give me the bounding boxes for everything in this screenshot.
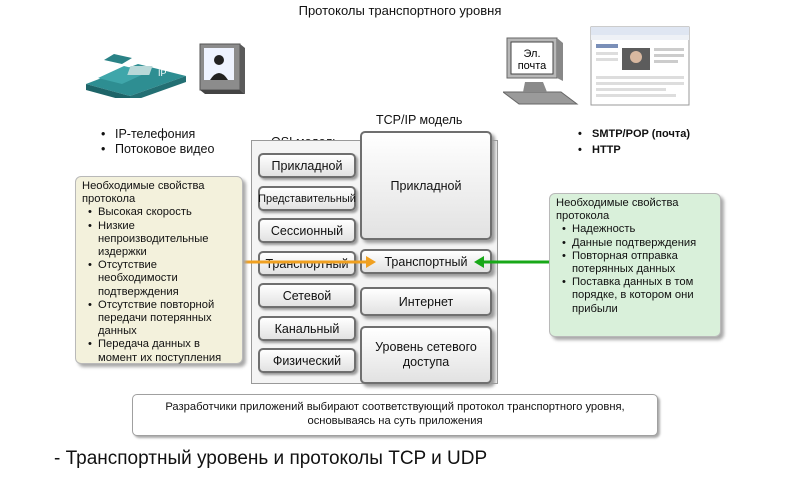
list-item: Передача данных в момент их поступления	[88, 338, 236, 364]
list-item: Данные подтверждения	[562, 237, 714, 250]
osi-layer-application: Прикладной	[258, 153, 356, 178]
svg-text:Эл.: Эл.	[523, 48, 540, 60]
list-item: IP-телефония	[101, 127, 214, 142]
osi-layer-datalink: Канальный	[258, 316, 356, 341]
developer-note: Разработчики приложений выбирают соответ…	[132, 394, 658, 436]
list-item: Повторная отправка потерянных данных	[562, 250, 714, 276]
svg-text:почта: почта	[518, 60, 547, 72]
web-browser-icon	[590, 26, 690, 106]
video-monitor-icon	[199, 43, 245, 94]
tcp-arrow-head	[474, 256, 484, 268]
udp-arrow-head	[366, 256, 376, 268]
ip-phone-icon: IP	[86, 54, 186, 98]
tcpip-title: TCP/IP модель	[376, 113, 463, 127]
list-item: Отсутствие повторной передачи потерянных…	[88, 299, 236, 339]
left-apps-list: IP-телефония Потоковое видео	[101, 127, 214, 157]
slide-caption: - Транспортный уровень и протоколы TCP и…	[54, 448, 488, 469]
list-item: Низкие непроизводительные издержки	[88, 220, 236, 260]
list-item: Поставка данных в том порядке, в котором…	[562, 276, 714, 316]
svg-text:IP: IP	[158, 68, 167, 78]
right-apps-list: SMTP/POP (почта) HTTP	[578, 126, 690, 158]
tcpip-layer-network-access: Уровень сетевого доступа	[360, 326, 492, 384]
tcpip-layer-internet: Интернет	[360, 287, 492, 316]
list-item: HTTP	[578, 142, 690, 158]
list-item: Надежность	[562, 223, 714, 236]
tcp-properties-box: Необходимые свойства протокола Надежност…	[549, 193, 721, 337]
list-item: Потоковое видео	[101, 142, 214, 157]
udp-properties-box: Необходимые свойства протокола Высокая с…	[75, 176, 243, 364]
osi-layer-physical: Физический	[258, 348, 356, 373]
diagram-title: Протоколы транспортного уровня	[298, 3, 502, 18]
osi-layer-session: Сессионный	[258, 218, 356, 243]
tcpip-layer-application: Прикладной	[360, 131, 492, 240]
list-item: Высокая скорость	[88, 206, 236, 219]
list-item: SMTP/POP (почта)	[578, 126, 690, 142]
tcp-properties-title: Необходимые свойства протокола	[556, 197, 679, 223]
email-computer-icon: Эл. почта	[503, 37, 579, 105]
list-item: Отсутствие необходимости подтверждения	[88, 259, 236, 299]
osi-layer-presentation: Представительный	[258, 186, 356, 211]
udp-properties-title: Необходимые свойства протокола	[82, 180, 205, 206]
osi-layer-network: Сетевой	[258, 283, 356, 308]
